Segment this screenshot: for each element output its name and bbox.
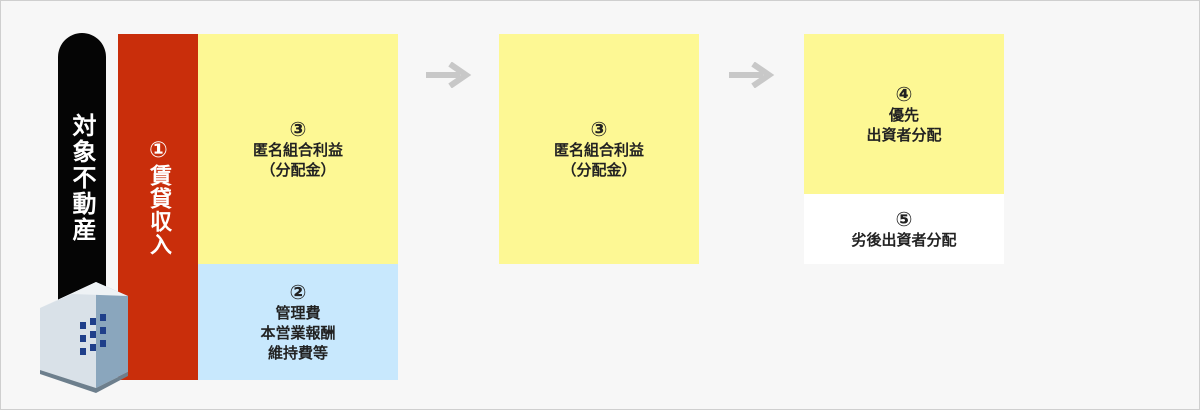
anonymous-partnership-profit-box-1: ③ 匿名組合利益 （分配金） bbox=[198, 34, 398, 264]
number-badge-2: ② bbox=[289, 280, 307, 304]
building-icon bbox=[40, 282, 128, 393]
expenses-box: ② 管理費 本営業報酬 維持費等 bbox=[198, 264, 398, 380]
priority-investor-distribution-box: ④ 優先 出資者分配 bbox=[804, 34, 1004, 194]
rental-income-label: ①賃貸収入 bbox=[146, 138, 171, 256]
target-property-label: 対象不動産 bbox=[68, 113, 96, 243]
number-badge-5: ⑤ bbox=[895, 207, 913, 231]
number-badge-3: ③ bbox=[289, 117, 307, 141]
subordinate-investor-distribution-box: ⑤ 劣後出資者分配 bbox=[804, 194, 1004, 264]
number-badge-4: ④ bbox=[895, 82, 913, 106]
arrow-right-icon bbox=[729, 62, 775, 88]
number-badge-3: ③ bbox=[590, 117, 608, 141]
box-label-line1: 劣後出資者分配 bbox=[851, 231, 957, 249]
box-label-line2: （分配金） bbox=[260, 161, 336, 179]
arrow-right-icon bbox=[426, 62, 472, 88]
box-label-line2: 出資者分配 bbox=[866, 126, 942, 144]
box-label-line1: 優先 bbox=[888, 106, 919, 124]
box-label-line2: 本営業報酬 bbox=[260, 324, 336, 342]
box-label-line1: 匿名組合利益 bbox=[553, 141, 644, 159]
box-label-line1: 匿名組合利益 bbox=[252, 141, 343, 159]
box-label-line3: 維持費等 bbox=[267, 344, 328, 362]
box-label-line1: 管理費 bbox=[275, 304, 321, 322]
anonymous-partnership-profit-box-2: ③ 匿名組合利益 （分配金） bbox=[499, 34, 699, 264]
box-label-line2: （分配金） bbox=[561, 161, 637, 179]
rental-income-column: ①賃貸収入 bbox=[118, 34, 198, 380]
